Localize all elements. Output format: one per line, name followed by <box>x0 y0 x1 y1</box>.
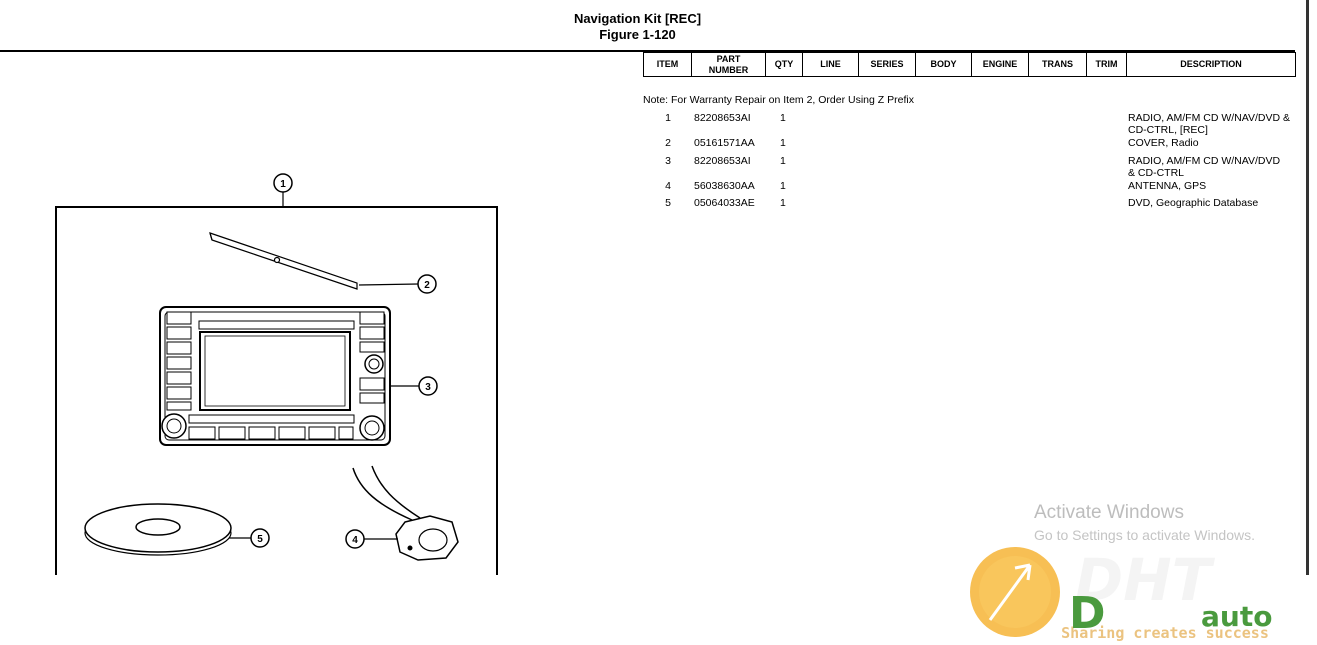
svg-text:4: 4 <box>352 535 358 546</box>
callout-2: 2 <box>417 274 437 294</box>
row-part-number: 05161571AA <box>694 137 755 149</box>
col-trim: TRIM <box>1086 52 1127 77</box>
row-part-number: 82208653AI <box>694 155 751 167</box>
row-description: RADIO, AM/FM CD W/NAV/DVD <box>1128 155 1281 167</box>
page-title: Navigation Kit [REC] <box>573 11 702 26</box>
header-divider <box>0 50 1295 52</box>
row-qty: 1 <box>780 180 786 192</box>
col-description: DESCRIPTION <box>1126 52 1296 77</box>
dht-auto-logo: DHT Sharing creates success auto D <box>970 546 1272 642</box>
scrollbar[interactable] <box>1306 0 1309 575</box>
dvd-disc <box>84 503 232 556</box>
svg-text:auto: auto <box>1201 600 1272 633</box>
svg-text:2: 2 <box>424 280 430 291</box>
col-part-number: PART NUMBER <box>691 52 766 77</box>
col-item: ITEM <box>643 52 692 77</box>
col-qty: QTY <box>765 52 803 77</box>
parts-table-header: ITEM PART NUMBER QTY LINE SERIES BODY EN… <box>643 52 1296 77</box>
exploded-diagram: 1 2 <box>55 173 498 575</box>
activation-watermark-title: Activate Windows <box>1034 502 1184 523</box>
row-qty: 1 <box>780 155 786 167</box>
svg-text:Sharing creates success: Sharing creates success <box>1061 624 1269 642</box>
col-body: BODY <box>915 52 972 77</box>
row-part-number: 05064033AE <box>694 197 755 209</box>
col-trans: TRANS <box>1028 52 1087 77</box>
svg-text:5: 5 <box>257 534 263 545</box>
col-series: SERIES <box>858 52 916 77</box>
row-item: 4 <box>665 180 671 192</box>
svg-text:1: 1 <box>280 179 286 190</box>
row-part-number: 82208653AI <box>694 112 751 124</box>
row-description-cont: & CD-CTRL <box>1128 167 1185 179</box>
row-item: 3 <box>665 155 671 167</box>
radio-cover <box>209 232 358 290</box>
row-item: 1 <box>665 112 671 124</box>
row-qty: 1 <box>780 112 786 124</box>
radio-unit <box>159 306 391 446</box>
svg-text:D: D <box>1069 588 1106 639</box>
warranty-note: Note: For Warranty Repair on Item 2, Ord… <box>643 94 914 106</box>
row-description: COVER, Radio <box>1128 137 1199 149</box>
row-qty: 1 <box>780 197 786 209</box>
activation-watermark-text[interactable]: Go to Settings to activate Windows. <box>1034 527 1255 543</box>
row-description-cont: CD-CTRL, [REC] <box>1128 124 1208 136</box>
row-description: DVD, Geographic Database <box>1128 197 1259 209</box>
callout-3: 3 <box>418 376 438 396</box>
callout-1: 1 <box>273 173 293 193</box>
callout-4: 4 <box>345 529 365 549</box>
callout-5: 5 <box>250 528 270 548</box>
kit-frame <box>55 206 498 575</box>
svg-text:3: 3 <box>425 382 431 393</box>
row-part-number: 56038630AA <box>694 180 755 192</box>
col-line: LINE <box>802 52 859 77</box>
row-description: ANTENNA, GPS <box>1128 180 1207 192</box>
gps-antenna <box>352 465 459 561</box>
figure-number: Figure 1-120 <box>599 27 676 42</box>
col-engine: ENGINE <box>971 52 1029 77</box>
row-description: RADIO, AM/FM CD W/NAV/DVD & <box>1128 112 1290 124</box>
svg-text:DHT: DHT <box>1075 546 1216 614</box>
row-item: 5 <box>665 197 671 209</box>
row-item: 2 <box>665 137 671 149</box>
row-qty: 1 <box>780 137 786 149</box>
